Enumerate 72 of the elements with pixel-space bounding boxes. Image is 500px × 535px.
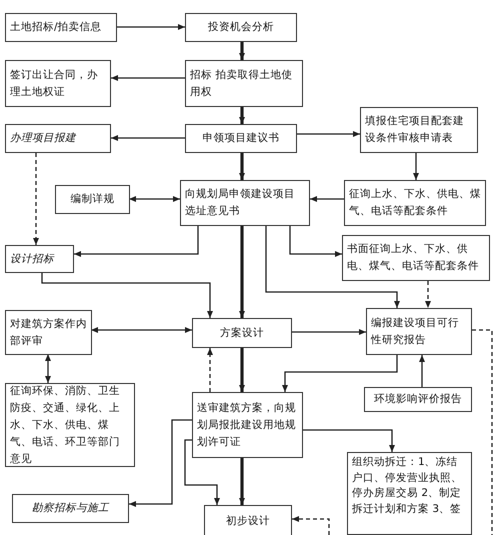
arrow: [297, 131, 360, 137]
box-label: 初步设计: [226, 514, 270, 528]
process-box: [366, 308, 472, 355]
arrow: [129, 196, 180, 202]
arrow: [74, 226, 199, 257]
box-label: 方案设计: [220, 326, 264, 340]
process-box: [185, 13, 297, 42]
box-label: 设计招标: [10, 252, 54, 266]
process-box: [185, 60, 303, 107]
box-label: 组织动拆迁：1、冻结户口、停发营业执照、停办房屋交易 2、制定拆迁计划和方案 3、签: [352, 455, 463, 516]
box-label: 申领项目建议书: [202, 131, 280, 146]
arrow: [111, 135, 185, 141]
arrow: [239, 226, 245, 318]
process-box: [342, 235, 490, 281]
arrow: [91, 327, 192, 333]
arrow: [419, 355, 425, 387]
arrow: [310, 196, 344, 202]
process-box: [180, 180, 310, 226]
process-box: [347, 452, 472, 535]
arrow: [239, 153, 245, 180]
arrow: [413, 153, 419, 180]
arrow: [184, 439, 220, 505]
process-box: [192, 318, 292, 348]
process-box: [12, 494, 129, 523]
arrow: [239, 348, 245, 392]
box-label: 书面征询上水、下水、供电、煤气、电话等配套条件: [347, 242, 480, 274]
box-label: 向规划局申领建设项目选址意见书: [185, 187, 296, 219]
arrow: [45, 354, 51, 383]
process-box: [192, 392, 303, 458]
arrow: [239, 42, 245, 60]
arrow: [292, 329, 366, 335]
process-box: [344, 180, 486, 226]
arrow: [239, 107, 245, 124]
process-box: [5, 60, 111, 107]
process-box: [364, 387, 472, 412]
arrow: [282, 355, 398, 392]
process-box: [185, 124, 297, 153]
arrow: [117, 24, 185, 30]
box-label: 投资机会分析: [208, 20, 274, 35]
box-label: 编制详规: [70, 192, 114, 207]
box-label: 勘察招标与施工: [32, 501, 109, 516]
process-box: [5, 124, 111, 153]
process-box: [5, 383, 135, 467]
box-label: 对建筑方案作内部评审: [10, 316, 87, 348]
box-label: 环境影响评价报告: [374, 392, 462, 407]
arrow: [33, 153, 39, 245]
process-box: [5, 310, 92, 355]
box-label: 办理项目报建: [10, 131, 76, 146]
process-box: [360, 107, 478, 153]
process-box: [204, 505, 292, 535]
arrow: [111, 75, 185, 81]
box-label: 填报住宅项目配套建设条件审核申请表: [365, 114, 465, 146]
arrow: [129, 419, 192, 507]
connector-line: [472, 329, 493, 535]
box-label: 编报建设项目可行性研究报告: [371, 316, 460, 348]
arrow: [41, 273, 213, 318]
process-box: [5, 245, 74, 273]
box-label: 土地招标/拍卖信息: [10, 20, 102, 35]
box-label: 招标 拍卖取得土地使用权: [190, 68, 294, 100]
box-label: 送审建筑方案，向规划局报批建设用地规划许可证: [197, 400, 297, 450]
arrow: [265, 226, 400, 308]
process-box: [55, 185, 130, 214]
process-box: [5, 13, 117, 42]
box-label: 征询环保、消防、卫生防疫、交通、绿化、上水、下水、供电、煤气、电话、环卫等部门意见: [10, 384, 121, 466]
arrow: [289, 226, 342, 257]
arrow: [425, 281, 431, 308]
box-label: 征询上水、下水、供电、煤气、电话等配套条件: [349, 187, 481, 219]
arrow: [239, 458, 245, 505]
arrow: [303, 429, 395, 452]
arrow: [207, 348, 213, 392]
box-label: 签订出让合同，办理土地权证: [10, 68, 99, 100]
arrow: [292, 516, 330, 535]
